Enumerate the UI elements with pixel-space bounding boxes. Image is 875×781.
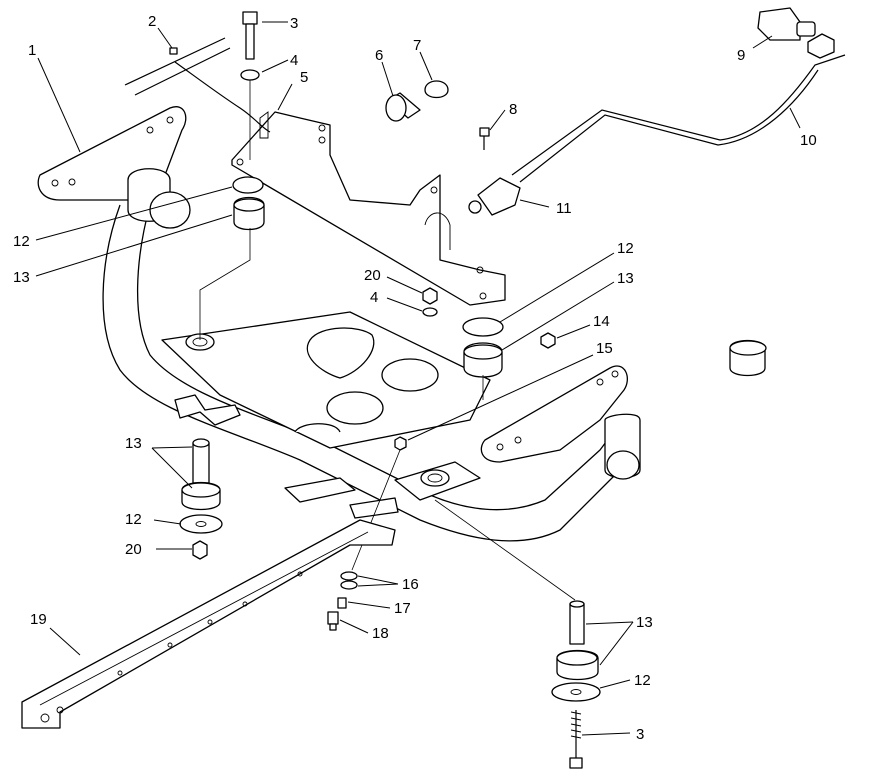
callout-4-center: 4 [370, 289, 378, 306]
callout-12-bottom-right: 12 [634, 672, 651, 689]
callout-6: 6 [375, 47, 383, 64]
callout-5: 5 [300, 69, 308, 86]
callout-13-center: 13 [617, 270, 634, 287]
callout-18: 18 [372, 625, 389, 642]
callout-19: 19 [30, 611, 47, 628]
mount-bottom-right [434, 499, 601, 769]
callout-13-bottom-right: 13 [636, 614, 653, 631]
callout-8: 8 [509, 101, 517, 118]
fuel-line [511, 54, 846, 176]
callout-3-top: 3 [290, 15, 298, 32]
hardware-16-17-18 [327, 449, 401, 631]
top-bolt [240, 11, 260, 160]
callout-9: 9 [737, 47, 745, 64]
upper-bracket [231, 111, 506, 306]
callout-12-center: 12 [617, 240, 634, 257]
callout-4-top: 4 [290, 52, 298, 69]
callout-17: 17 [394, 600, 411, 617]
floor-pan [161, 311, 491, 519]
mount-bottom-left [179, 438, 223, 560]
valve [468, 177, 521, 216]
callout-11: 11 [556, 200, 572, 217]
callout-12-bottom-left: 12 [125, 511, 142, 528]
callout-labels: 1 2 3 4 5 6 7 8 9 10 11 12 13 20 4 12 13… [13, 13, 817, 743]
right-mount-plate [480, 365, 628, 463]
callout-3-bottom: 3 [636, 726, 644, 743]
callout-12-left: 12 [13, 233, 30, 250]
fitting [757, 7, 835, 59]
callout-14: 14 [593, 313, 610, 330]
left-mount-plate [37, 106, 191, 229]
fuel-line-inner [519, 69, 819, 183]
wire-harness [174, 61, 271, 133]
callout-13-left: 13 [13, 269, 30, 286]
callout-20-center: 20 [364, 267, 381, 284]
callout-10: 10 [800, 132, 817, 149]
upper-rail [124, 37, 231, 96]
bolt-2 [169, 47, 178, 55]
callout-20-bottom-left: 20 [125, 541, 142, 558]
callout-1: 1 [28, 42, 36, 59]
leader-lines [35, 21, 801, 736]
mount-right [729, 339, 767, 377]
bolt-8 [479, 127, 490, 150]
callout-16: 16 [402, 576, 419, 593]
side-rail [21, 519, 396, 729]
mount-left-top [199, 176, 265, 340]
callout-7: 7 [413, 37, 421, 54]
nut-15 [394, 436, 407, 451]
callout-15: 15 [596, 340, 613, 357]
mount-center [422, 287, 504, 400]
sleeve [385, 80, 449, 122]
callout-2: 2 [148, 13, 156, 30]
callout-13-bottom-left: 13 [125, 435, 142, 452]
nut-14 [540, 332, 556, 349]
